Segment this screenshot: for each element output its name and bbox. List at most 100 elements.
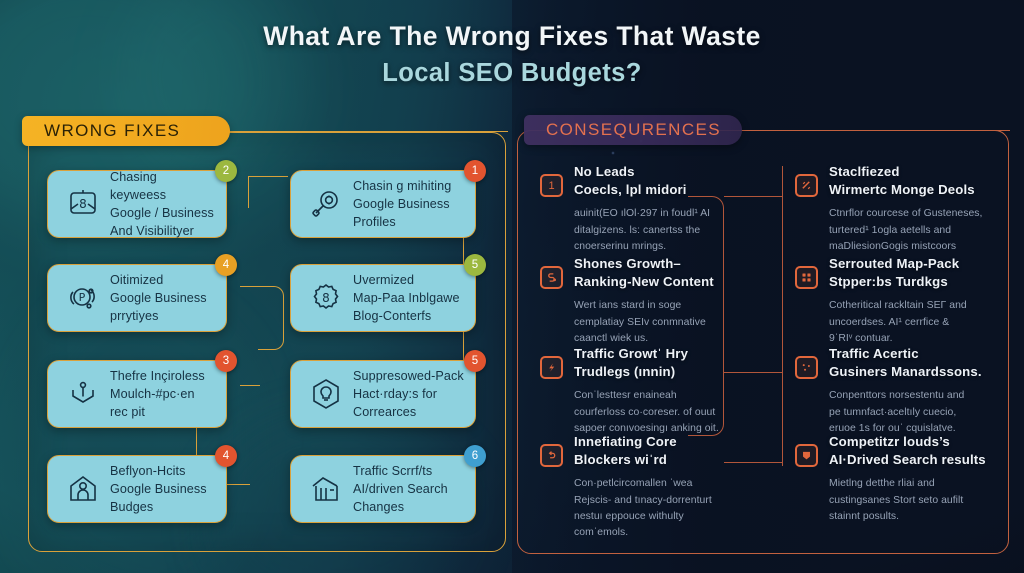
wrong-fix-card[interactable]: Traffic Scrrf/ts AI/driven Search Change… — [290, 445, 486, 523]
consequence-body: Conpenttors norsestentu and pe tumnfact·… — [829, 388, 1013, 436]
consequences-tab-label: CONSEQURENCES — [546, 120, 722, 139]
connector-bracket — [258, 286, 284, 350]
svg-text:8: 8 — [322, 291, 330, 305]
spark-s-icon — [540, 266, 563, 289]
card-line: rec pit — [110, 405, 145, 420]
body-line: maDliesionGogis mistcoors — [829, 240, 957, 252]
consequence-title: No Leads Coecls, lpl midori — [574, 163, 687, 199]
title-line: Competitzr louds’s — [829, 434, 950, 449]
consequence-body: Cotheritical rackltain SEΓ and uncoerdse… — [829, 298, 1013, 346]
consequence-body: Ctnrflor courcese of Gusteneses, turtere… — [829, 206, 1013, 254]
card-line: Suppresowed-Pack — [353, 368, 464, 383]
magnifier-gear-icon — [303, 181, 349, 227]
card-number-badge: 1 — [464, 160, 486, 182]
shield-g-icon — [795, 444, 818, 467]
background-blob — [120, 0, 300, 180]
body-line: uncoerdses. AI¹ cerrfice & — [829, 316, 950, 328]
wrong-fix-card[interactable]: 8 Chasing keyweess Google / Business And… — [47, 160, 237, 241]
consequence-body: Mietlng detthe rliai and custingsanes St… — [829, 476, 1013, 524]
card-line: Changes — [353, 500, 405, 515]
body-line: Ctnrflor courcese of Gusteneses, — [829, 208, 983, 220]
consequence-heading: Traffic Acertic Gusiners Manardssons. — [795, 345, 1013, 381]
consequence-item[interactable]: 1 No Leads Coecls, lpl midori auinit(EO … — [540, 163, 758, 255]
consequence-body: auinit(EO ılOl·297 in foudl¹ AI ditalgiz… — [574, 206, 758, 254]
wrong-fixes-panel — [28, 132, 506, 552]
wrong-fix-card-text: Traffic Scrrf/ts AI/driven Search Change… — [349, 462, 448, 517]
left-tab-rule — [228, 131, 508, 133]
background-right-veil — [512, 0, 1024, 573]
connector-line — [248, 176, 250, 208]
body-line: nestuı eppouce withulty — [574, 510, 684, 522]
consequence-item[interactable]: Traffic Growtˈ Hry Trudlegs (ınnin) Conˈ… — [540, 345, 758, 437]
consequence-item[interactable]: Competitzr louds’s AI·Drived Search resu… — [795, 433, 1013, 525]
title-line: Wirmertc Monge Deols — [829, 182, 975, 198]
connector-line — [240, 286, 260, 288]
body-line: pe tumnfact·aceltıly cuecio, — [829, 406, 957, 418]
card-line: Google / Business — [110, 206, 214, 220]
card-number-badge: 5 — [464, 254, 486, 276]
connector-line — [724, 462, 782, 464]
title-line: Stpper:bs Turdkgs — [829, 274, 948, 290]
wrong-fix-card[interactable]: Beflyon-Hcits Google Business Budges 4 — [47, 445, 237, 523]
sparkle-icon — [612, 152, 614, 154]
card-line: Chasin g mihiting — [353, 178, 452, 193]
title-line: Trudlegs (ınnin) — [574, 364, 676, 380]
wrong-fix-card[interactable]: P Oitimized Google Business prrytiyes 4 — [47, 254, 237, 332]
grid-squares-icon — [795, 266, 818, 289]
hexagon-bulb-icon — [303, 371, 349, 417]
card-line: Traffic Scrrf/ts — [353, 463, 433, 478]
wrong-fix-card[interactable]: Chasin g mihiting Google Business Profil… — [290, 160, 486, 238]
wrong-fix-card-text: Beflyon-Hcits Google Business Budges — [106, 462, 207, 517]
card-line: Google Business — [110, 481, 207, 496]
consequence-heading: Serrouted Map-Pack Stpper:bs Turdkgs — [795, 255, 1013, 291]
wrong-fix-card[interactable]: Thefre Inçiroless Moulch-#pc·en rec pit … — [47, 350, 237, 428]
wrong-fix-card-text: Chasing keyweess Google / Business And V… — [106, 168, 216, 241]
body-line: sapoer conıvoesingı anking oit. — [574, 422, 719, 434]
consequence-heading: Staclfiezed Wirmertc Monge Deols — [795, 163, 1013, 199]
svg-text:8: 8 — [79, 197, 87, 211]
consequence-title: Serrouted Map-Pack Stpper:bs Turdkgs — [829, 255, 959, 291]
card-line: Budges — [110, 500, 154, 515]
card-line: Uvermized — [353, 272, 415, 287]
body-line: ditalgizens. ls: canertss the — [574, 224, 701, 236]
scatter-dots-icon — [795, 356, 818, 379]
body-line: Wert ians stard in soge — [574, 300, 682, 312]
consequence-item[interactable]: Innefiating Core Blockers wiˈrd Con·petl… — [540, 433, 758, 541]
consequence-title: Shones Growth– Ranking-New Content — [574, 255, 714, 291]
wrong-fix-card-text: Thefre Inçiroless Moulch-#pc·en rec pit — [106, 367, 205, 422]
consequence-item[interactable]: Shones Growth– Ranking-New Content Wert … — [540, 255, 758, 347]
consequence-item[interactable]: Serrouted Map-Pack Stpper:bs Turdkgs Cot… — [795, 255, 1013, 347]
bolt-icon — [540, 356, 563, 379]
connector-line — [724, 372, 782, 374]
card-line: AI/driven Search — [353, 481, 448, 496]
wrong-fixes-tab: WRONG FIXES — [22, 116, 230, 146]
body-line: custingsanes Stort seto aufilt — [829, 494, 964, 506]
atom-p-icon: P — [60, 275, 106, 321]
title-line: Gusiners Manardssons. — [829, 364, 982, 380]
title-line: Shones Growth– — [574, 256, 681, 271]
background-blob — [20, 300, 260, 573]
home-door-icon — [60, 466, 106, 512]
wrong-fix-card[interactable]: Suppresowed-Pack Hact·rday:s for Correar… — [290, 350, 486, 428]
diagonal-block-icon — [795, 174, 818, 197]
card-line: Profiles — [353, 215, 396, 230]
title-line: AI·Drived Search results — [829, 452, 986, 468]
consequence-body: Wert ians stard in soge cemplatiay SEIv … — [574, 298, 758, 346]
body-line: auinit(EO ılOl·297 in foudl¹ AI — [574, 208, 711, 220]
consequence-body: Conˈlestteѕr enaineah courferloss co·cor… — [574, 388, 758, 436]
title-line: Traffic Growtˈ Hry — [574, 346, 689, 361]
body-line: eruoe 1ѕ for ouˈ cquislatve. — [829, 422, 956, 434]
card-line: And Visibilityer — [110, 224, 194, 239]
wrong-fix-card[interactable]: 8 Uvermized Map-Paa Inblgawe Blog-Conter… — [290, 254, 486, 332]
body-line: courferloss co·coreser. of ouut — [574, 406, 716, 418]
body-line: cemplatiay SEIv conmnative — [574, 316, 706, 328]
connector-line — [782, 166, 784, 466]
title-line: Traffic Acertic — [829, 346, 919, 361]
card-line: Map-Paa Inblgawe — [353, 290, 460, 305]
page-title: What Are The Wrong Fixes That Waste Loca… — [0, 20, 1024, 91]
consequences-tab: CONSEQURENCES — [524, 115, 742, 145]
body-line: Mietlng detthe rliai and — [829, 478, 935, 490]
consequence-item[interactable]: Traffic Acertic Gusiners Manardssons. Co… — [795, 345, 1013, 437]
consequence-item[interactable]: Staclfiezed Wirmertc Monge Deols Ctnrflo… — [795, 163, 1013, 255]
connector-line — [240, 385, 260, 387]
